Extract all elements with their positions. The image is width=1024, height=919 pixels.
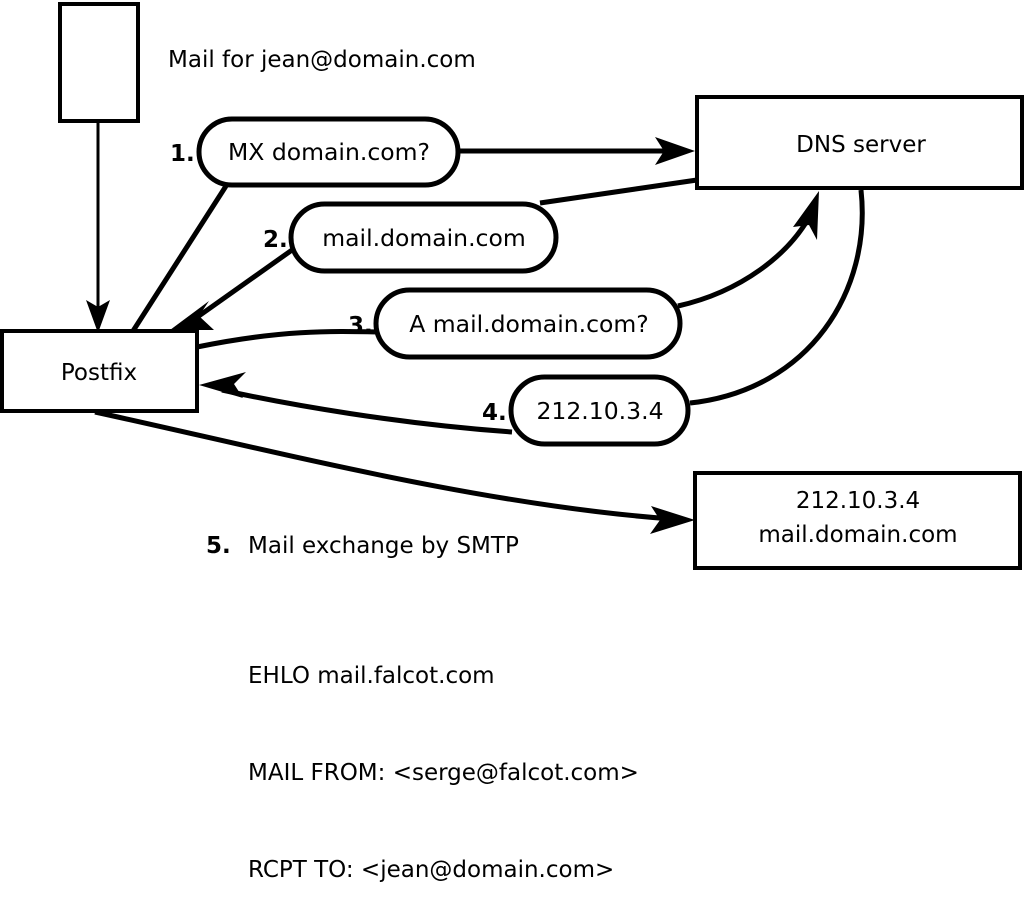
edge-step-1-out [130, 184, 229, 333]
step-number-5: 5. [206, 533, 231, 559]
bubble-step-1-label: MX domain.com? [228, 138, 430, 166]
edge-step-3-out [196, 329, 379, 350]
node-dns-server: DNS server [695, 95, 1024, 190]
step-number-1: 1. [170, 141, 195, 167]
step-number-2: 2. [263, 227, 288, 253]
edge-step-4-to-postfix [199, 372, 513, 435]
target-server-ip: 212.10.3.4 [796, 488, 920, 514]
node-postfix: Postfix [0, 329, 199, 413]
edge-step-2-from-dns [539, 177, 698, 206]
bubble-step-3: A mail.domain.com? [373, 287, 683, 360]
bubble-step-2-label: mail.domain.com [322, 224, 526, 252]
node-target-server: 212.10.3.4 mail.domain.com [693, 471, 1022, 570]
edge-step-4-from-dns [689, 189, 865, 406]
smtp-line: EHLO mail.falcot.com [248, 663, 495, 690]
bubble-step-4-label: 212.10.3.4 [536, 397, 663, 425]
mail-for-note: Mail for jean@domain.com [168, 47, 476, 73]
bubble-step-2: mail.domain.com [288, 201, 559, 274]
smtp-line: RCPT TO: <jean@domain.com> [248, 856, 615, 883]
step-number-3: 3. [348, 313, 373, 339]
edge-step-2-to-postfix [170, 247, 294, 330]
target-server-host: mail.domain.com [758, 522, 957, 548]
source-box [58, 2, 140, 123]
smtp-transcript: EHLO mail.falcot.com MAIL FROM: <serge@f… [248, 596, 639, 919]
edge-step-3-to-dns [677, 191, 819, 309]
smtp-line: MAIL FROM: <serge@falcot.com> [248, 760, 639, 786]
edge-step-5-smtp [94, 409, 695, 534]
postfix-label: Postfix [61, 360, 137, 386]
edge-step-1-to-dns [460, 137, 695, 165]
bubble-step-4: 212.10.3.4 [508, 374, 691, 447]
step-5-label: Mail exchange by SMTP [248, 533, 519, 559]
bubble-step-3-label: A mail.domain.com? [409, 310, 649, 338]
step-number-4: 4. [482, 400, 507, 426]
dns-server-label: DNS server [796, 132, 926, 158]
edge-incoming-mail [86, 122, 110, 333]
bubble-step-1: MX domain.com? [196, 116, 461, 188]
